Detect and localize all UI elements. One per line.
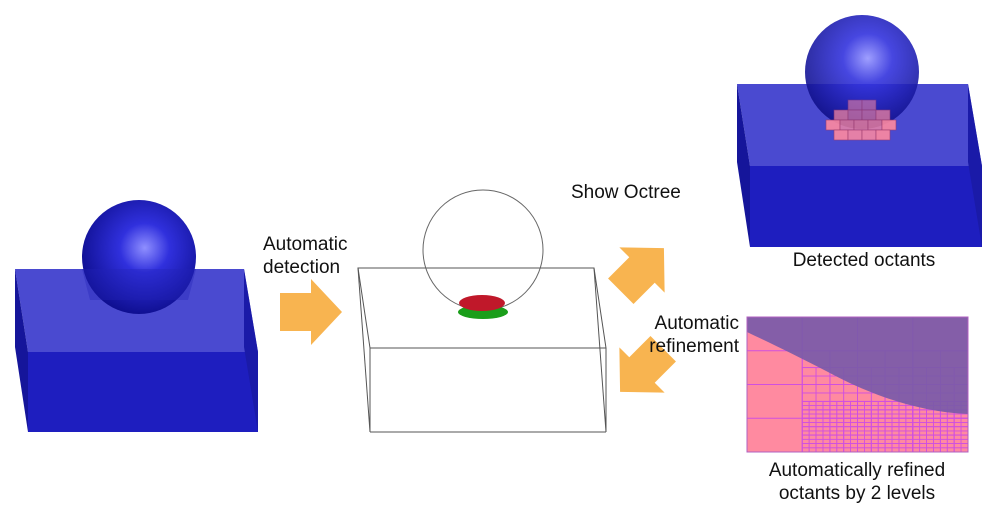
octant xyxy=(881,119,897,131)
octant xyxy=(853,119,869,131)
wireframe-sphere xyxy=(422,189,544,311)
octant xyxy=(861,99,877,111)
box-left-face xyxy=(737,84,750,247)
label-line: Automatic xyxy=(654,313,739,334)
label-show-octree: Show Octree xyxy=(571,182,681,203)
octant xyxy=(847,129,863,141)
box-front-face xyxy=(28,352,258,432)
octant xyxy=(833,129,849,141)
sphere-cut xyxy=(82,269,196,300)
refined-octants-view xyxy=(746,316,969,453)
label-line: octants by 2 levels xyxy=(778,483,936,504)
octant xyxy=(847,109,863,121)
label-refined-caption: Automatically refined octants by 2 level… xyxy=(737,459,977,505)
octant-cluster xyxy=(825,99,897,141)
sphere-boundary-region xyxy=(747,317,968,414)
label-line: refinement xyxy=(649,336,739,357)
octant xyxy=(825,119,841,131)
arrow-up-right xyxy=(608,247,665,304)
octant xyxy=(847,99,863,111)
octant xyxy=(875,129,891,141)
box-left-face xyxy=(15,269,28,432)
input-geometry xyxy=(15,200,258,432)
arrow-right xyxy=(280,279,342,345)
octant xyxy=(875,109,891,121)
label-line: Automatic xyxy=(263,234,348,255)
octant xyxy=(867,119,883,131)
sphere xyxy=(805,15,919,129)
label-line: detection xyxy=(263,257,341,278)
arrow-down-left xyxy=(619,336,676,393)
label-line: Automatically refined xyxy=(768,460,946,481)
octant xyxy=(861,129,877,141)
sphere xyxy=(82,200,196,314)
box-right-face xyxy=(244,269,258,432)
detected-octants-view xyxy=(737,15,982,247)
octant-cell xyxy=(960,447,968,452)
octant xyxy=(839,119,855,131)
wireframe-edge xyxy=(357,267,371,433)
wireframe-edge xyxy=(593,267,607,433)
refined-panel-frame xyxy=(746,316,969,453)
box-right-face xyxy=(968,84,982,247)
label-automatic-detection: Automatic detection xyxy=(263,233,347,279)
contact-red xyxy=(459,295,505,311)
label-detected-octants: Detected octants xyxy=(792,250,936,271)
octant xyxy=(861,109,877,121)
box-front-face xyxy=(750,166,982,247)
label-automatic-refinement: Automatic refinement xyxy=(639,312,739,358)
octant xyxy=(833,109,849,121)
